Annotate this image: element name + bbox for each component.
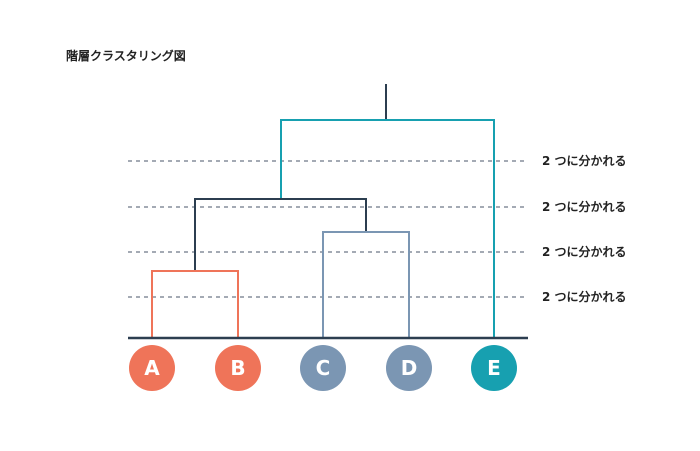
- leaf-c-label: C: [316, 356, 331, 380]
- branch-cd-cluster: [322, 231, 410, 338]
- level-label-1: 2 つに分かれる: [542, 153, 627, 168]
- diagram-title: 階層クラスタリング図: [66, 49, 186, 63]
- leaf-b-label: B: [230, 356, 245, 380]
- branch-top-split: [280, 119, 495, 338]
- leaf-d-circle: [386, 345, 432, 391]
- level-label-3: 2 つに分かれる: [542, 244, 627, 259]
- leaf-a-circle: [129, 345, 175, 391]
- level-label-4: 2 つに分かれる: [542, 289, 627, 304]
- leaf-a-label: A: [144, 356, 160, 380]
- leaf-d-label: D: [401, 356, 418, 380]
- leaf-a: A: [129, 345, 175, 391]
- branch-ab-cluster: [151, 270, 239, 338]
- leaf-b: B: [215, 345, 261, 391]
- leaf-e: E: [471, 345, 517, 391]
- level-label-2: 2 つに分かれる: [542, 199, 627, 214]
- branch-abcd-split: [194, 198, 367, 271]
- leaf-e-label: E: [487, 356, 501, 380]
- leaf-c: C: [300, 345, 346, 391]
- leaf-b-circle: [215, 345, 261, 391]
- leaf-e-circle: [471, 345, 517, 391]
- leaf-c-circle: [300, 345, 346, 391]
- leaf-d: D: [386, 345, 432, 391]
